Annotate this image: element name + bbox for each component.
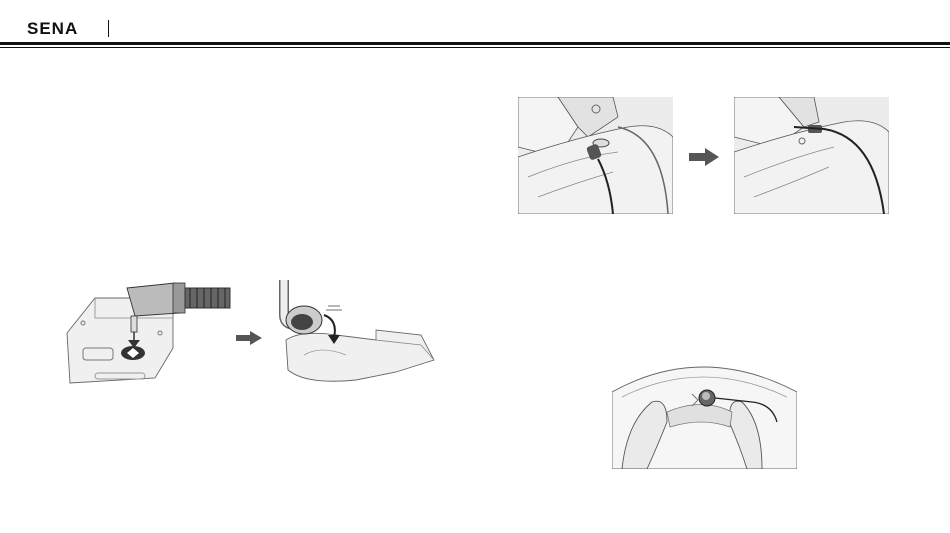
helmet-cable-before-illustration	[518, 97, 673, 214]
arrow-right-icon	[689, 148, 719, 166]
brand-logo: SENA	[27, 19, 78, 39]
header-rule-thick	[0, 42, 950, 45]
helmet-earpad-illustration	[612, 352, 797, 469]
jack-rotate-illustration	[276, 280, 436, 385]
header-separator	[108, 20, 109, 37]
jack-insert-illustration	[55, 278, 235, 393]
arrow-right-icon	[236, 331, 262, 345]
page-header: SENA	[0, 0, 950, 48]
helmet-cable-after-illustration	[734, 97, 889, 214]
header-rule-thin	[0, 47, 950, 48]
